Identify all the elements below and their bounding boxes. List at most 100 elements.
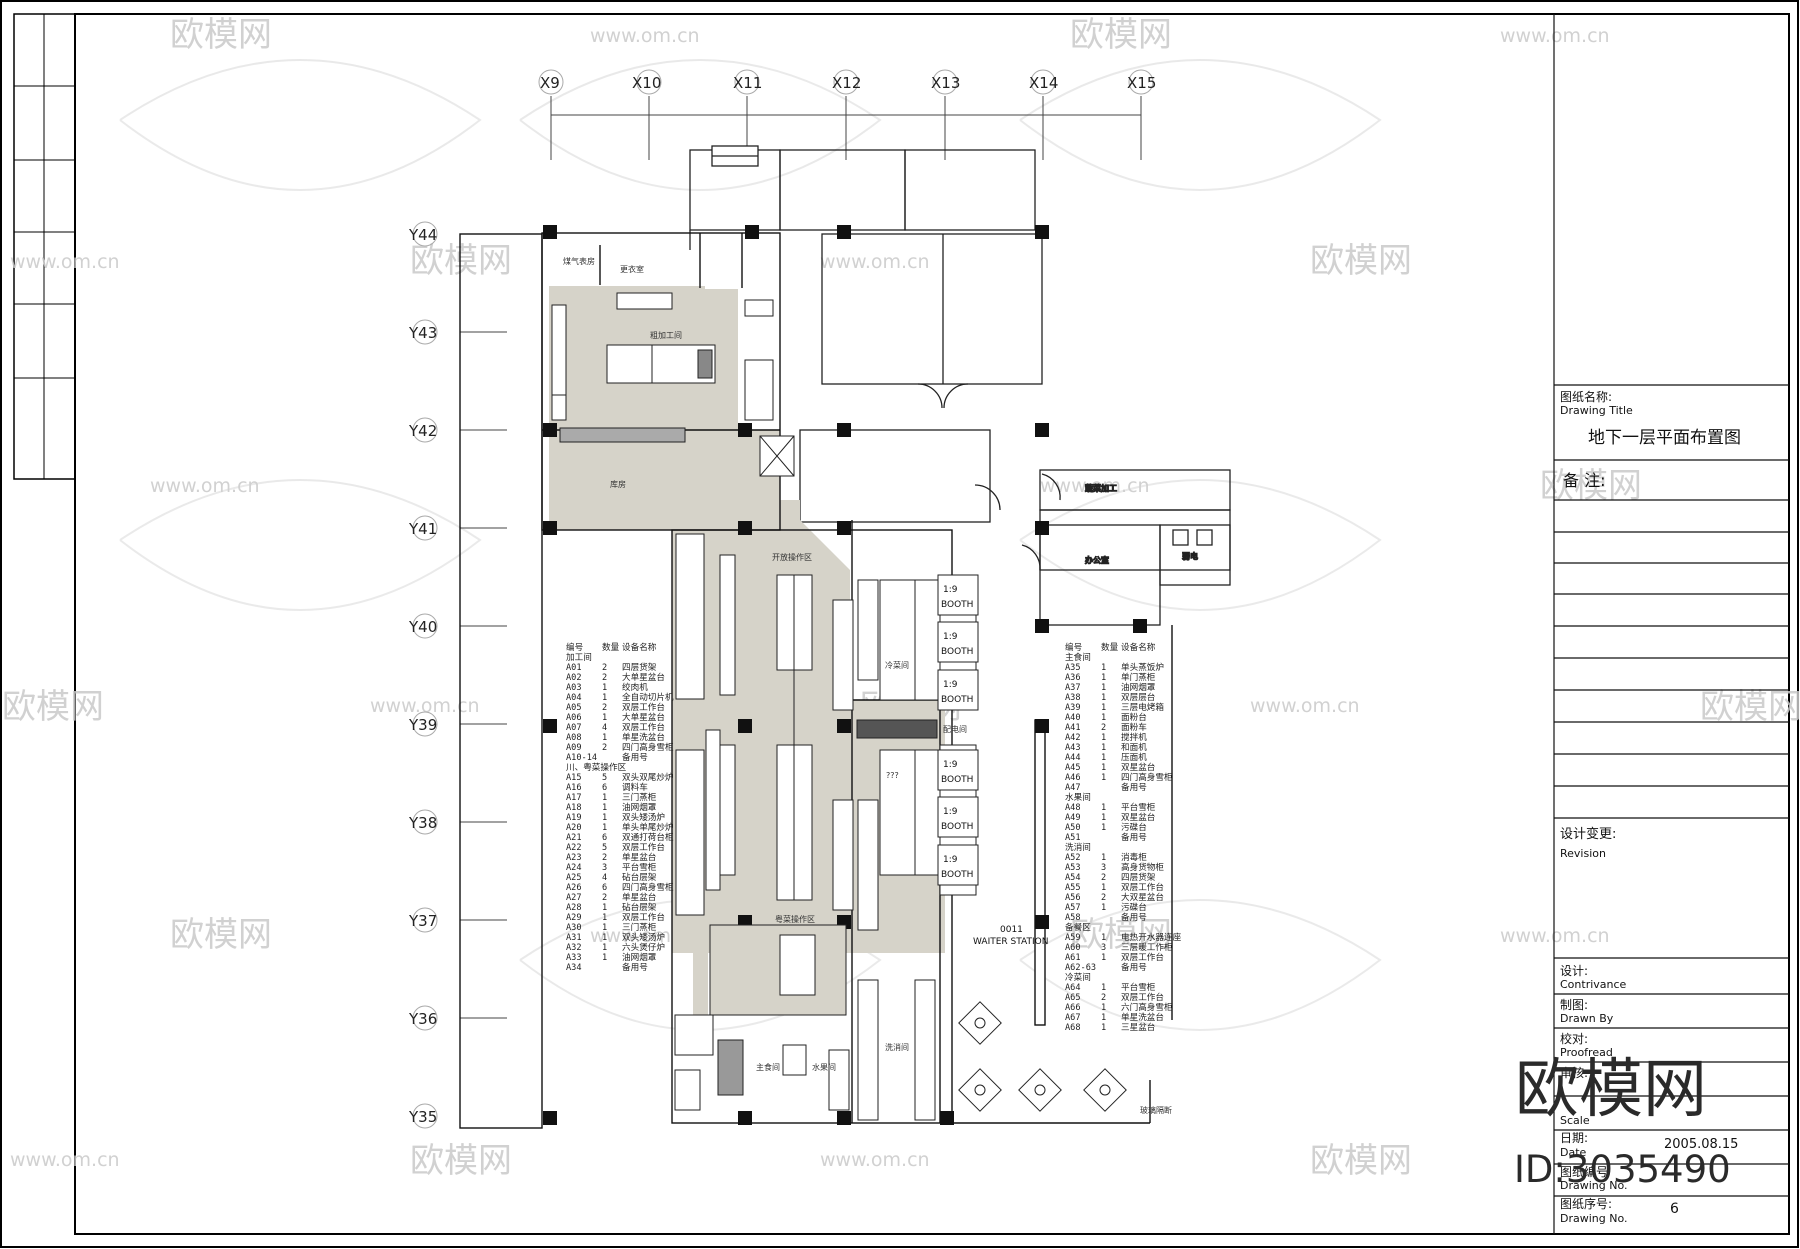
legend-cell: A45 xyxy=(1065,763,1081,773)
legend-cell: 六头煲仔炉 xyxy=(622,941,665,953)
grid-row-y37: Y37 xyxy=(408,907,507,933)
svg-text:X9: X9 xyxy=(540,74,560,92)
legend-header: 数量 xyxy=(602,641,620,653)
grid-col-x15: X15 xyxy=(1127,69,1156,160)
legend-cell: 3 xyxy=(602,863,607,873)
legend-cell: 双层工作台 xyxy=(622,701,665,713)
svg-text:校对:: 校对: xyxy=(1560,1031,1588,1046)
legend-cell: 面粉车 xyxy=(1121,721,1147,733)
legend-cell: A59 xyxy=(1065,933,1081,943)
svg-text:冷菜间: 冷菜间 xyxy=(885,660,909,670)
legend-cell: 备用号 xyxy=(622,751,648,763)
grid-row-y35: Y35 xyxy=(408,1103,438,1129)
svg-text:设计变更:: 设计变更: xyxy=(1560,826,1616,842)
legend-header: 设备名称 xyxy=(622,641,657,653)
legend-cell: 污碟台 xyxy=(1121,821,1147,833)
svg-text:1:9: 1:9 xyxy=(943,585,958,595)
legend-cell: 洗消间 xyxy=(1065,841,1091,853)
dining-tables[interactable] xyxy=(958,1001,1127,1112)
svg-text:Drawn By: Drawn By xyxy=(1560,1012,1614,1025)
legend-cell: 1 xyxy=(1101,1013,1106,1023)
svg-text:Proofread: Proofread xyxy=(1560,1046,1613,1059)
svg-text:X10: X10 xyxy=(632,74,661,92)
svg-text:欧模网: 欧模网 xyxy=(170,915,272,955)
legend-cell: 四层货架 xyxy=(622,661,657,673)
legend-cell: 平台雪柜 xyxy=(1121,981,1156,993)
legend-cell: 水果间 xyxy=(1065,791,1091,803)
svg-text:设计:: 设计: xyxy=(1560,964,1588,978)
svg-text:www.om.cn: www.om.cn xyxy=(370,695,480,717)
legend-cell: 砧台层架 xyxy=(622,901,657,913)
legend-cell: A44 xyxy=(1065,753,1081,763)
legend-cell: A25 xyxy=(566,873,582,883)
legend-cell: A10-14 xyxy=(566,753,597,763)
legend-cell: A38 xyxy=(1065,693,1081,703)
legend-cell: 1 xyxy=(1101,803,1106,813)
legend-cell: 1 xyxy=(1101,883,1106,893)
svg-text:办公室: 办公室 xyxy=(1085,555,1109,565)
legend-cell: A23 xyxy=(566,853,582,863)
legend-cell: A40 xyxy=(1065,713,1081,723)
svg-text:1:9: 1:9 xyxy=(943,680,958,690)
grid-row-y39: Y39 xyxy=(408,711,507,737)
grid-columns: X9 X10 X11 X12 X13 X14 X15 xyxy=(538,69,1156,160)
legend-cell: 单星洗盆台 xyxy=(1121,1011,1164,1023)
svg-text:X11: X11 xyxy=(733,74,762,92)
legend-cell: A67 xyxy=(1065,1013,1081,1023)
svg-text:欧模网: 欧模网 xyxy=(2,687,104,727)
legend-cell: 单头单尾炒炉 xyxy=(622,821,674,833)
svg-text:www.om.cn: www.om.cn xyxy=(1500,925,1610,947)
legend-cell: A42 xyxy=(1065,733,1081,743)
svg-text:Drawing No.: Drawing No. xyxy=(1560,1179,1628,1192)
svg-text:X14: X14 xyxy=(1029,74,1058,92)
legend-cell: 油网烟罩 xyxy=(622,951,657,963)
svg-text:欧模网: 欧模网 xyxy=(170,15,272,55)
legend-cell: A16 xyxy=(566,783,582,793)
structural-columns[interactable] xyxy=(543,225,1147,1125)
legend-cell: 1 xyxy=(1101,713,1106,723)
legend-cell: 双层层台 xyxy=(1121,691,1155,703)
upper-structure: 蔬菜加工 办公室 弱电 xyxy=(689,145,1231,626)
svg-text:www.om.cn: www.om.cn xyxy=(820,251,930,273)
legend-cell: 1 xyxy=(602,903,607,913)
svg-text:Y37: Y37 xyxy=(408,912,437,930)
legend-cell: A05 xyxy=(566,703,582,713)
svg-text:欧模网: 欧模网 xyxy=(1310,1141,1412,1181)
legend-cell: 双层工作台 xyxy=(1121,991,1164,1003)
legend-cell: A15 xyxy=(566,773,582,783)
legend-cell: 备用号 xyxy=(1121,781,1147,793)
legend-cell: 3 xyxy=(1101,863,1106,873)
grid-col-x13: X13 xyxy=(931,69,960,160)
svg-text:库房: 库房 xyxy=(610,479,626,489)
grid-row-y36: Y36 xyxy=(408,1005,507,1031)
kitchen-equipment[interactable] xyxy=(551,292,977,1121)
svg-text:图纸序号:: 图纸序号: xyxy=(1560,1196,1612,1211)
legend-cell: 1 xyxy=(602,683,607,693)
legend-cell: 2 xyxy=(602,853,607,863)
svg-text:图纸名称:: 图纸名称: xyxy=(1560,389,1612,404)
legend-cell: 2 xyxy=(1101,873,1106,883)
legend-cell: 1 xyxy=(602,793,607,803)
svg-text:Y42: Y42 xyxy=(408,422,437,440)
legend-cell: 双层工作台 xyxy=(1121,951,1164,963)
svg-text:www.om.cn: www.om.cn xyxy=(1040,475,1150,497)
legend-cell: A61 xyxy=(1065,953,1081,963)
binding-strip xyxy=(13,13,76,480)
legend-cell: 单头蒸饭炉 xyxy=(1121,661,1164,673)
svg-text:蔬菜加工: 蔬菜加工 xyxy=(1085,483,1117,493)
legend-cell: A35 xyxy=(1065,663,1081,673)
legend-cell: 电热开水器连座 xyxy=(1121,931,1182,943)
grid-col-x12: X12 xyxy=(832,69,861,160)
svg-text:Contrivance: Contrivance xyxy=(1560,978,1627,991)
svg-text:Y40: Y40 xyxy=(408,618,437,636)
legend-cell: A68 xyxy=(1065,1023,1081,1033)
legend-cell: A17 xyxy=(566,793,582,803)
legend-cell: 备用号 xyxy=(1121,961,1147,973)
legend-cell: A22 xyxy=(566,843,582,853)
legend-cell: A09 xyxy=(566,743,582,753)
